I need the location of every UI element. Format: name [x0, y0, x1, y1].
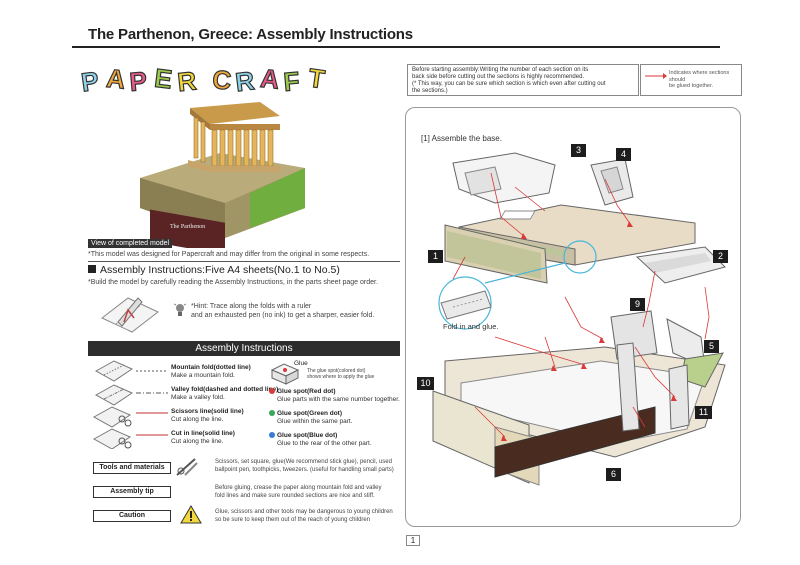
glue-arrow-legend: Indicates where sections should be glued… [640, 64, 742, 96]
svg-text:R: R [234, 65, 257, 97]
valley-fold-desc: Make a valley fold. [171, 393, 225, 401]
tools-desc: Scissors, set square, glue(We recommend … [215, 459, 394, 474]
part-number-11: 11 [695, 406, 712, 419]
caution-desc-2: so be sure to keep them out of the reach… [215, 516, 371, 523]
before-starting-note: Before starting assembly:Writing the num… [407, 64, 639, 96]
warning-icon [180, 505, 202, 524]
part-number-10: 10 [417, 377, 434, 390]
page-title: The Parthenon, Greece: Assembly Instruct… [88, 26, 413, 43]
page-number: 1 [406, 535, 420, 546]
tools-desc-2: ballpoint pen, toothpicks, tweezers. (us… [215, 466, 394, 473]
green-glue-title: Glue spot(Green dot) [277, 410, 342, 417]
hint-line-2: and an exhausted pen (no ink) to get a s… [191, 312, 375, 319]
legend-line-1: Indicates where sections should [669, 70, 730, 83]
green-glue-desc: Glue within the same part. [277, 417, 353, 425]
cut-line-desc: Cut along the line. [171, 437, 224, 445]
cut-line-title: Cut in line(solid line) [171, 430, 235, 437]
svg-text:E: E [153, 63, 174, 95]
step-label: [1] Assemble the base. [421, 134, 502, 143]
square-bullet-icon [88, 265, 96, 273]
scissors-line-title: Scissors line(solid line) [171, 408, 244, 415]
title-divider [72, 46, 720, 48]
note-line-4: the sections.) [412, 88, 448, 94]
note-line-2: back side before cutting out the section… [412, 74, 585, 80]
caution-desc: Glue, scissors and other tools may be da… [215, 509, 393, 524]
part-number-9: 9 [630, 298, 645, 311]
part-number-1: 1 [428, 250, 443, 263]
red-glue-desc: Glue parts with the same number together… [277, 395, 400, 403]
caution-tag: Caution [93, 510, 171, 522]
tools-desc-1: Scissors, set square, glue(We recommend … [215, 459, 392, 465]
lightbulb-icon [174, 303, 186, 316]
part-number-5: 5 [704, 340, 719, 353]
part-number-2: 2 [713, 250, 728, 263]
red-glue-title: Glue spot(Red dot) [277, 388, 336, 395]
svg-text:T: T [307, 63, 327, 95]
part-number-6: 6 [606, 468, 621, 481]
model-note: *This model was designed for Papercraft … [88, 251, 370, 258]
part-number-4: 4 [616, 148, 631, 161]
scissors-line-desc: Cut along the line. [171, 415, 224, 423]
papercraft-logo: P A P E R C R A F T [79, 62, 328, 98]
green-glue-legend: Glue spot(Green dot) Glue within the sam… [269, 410, 353, 425]
mountain-fold-legend: Mountain fold(dotted line) Make a mounta… [171, 364, 251, 379]
instructions-heading-text: Assembly Instructions:Five A4 sheets(No.… [100, 264, 340, 276]
mountain-fold-desc: Make a mountain fold. [171, 371, 235, 379]
mountain-fold-title: Mountain fold(dotted line) [171, 364, 251, 371]
assembly-diagram [432, 152, 726, 486]
glue-box-icon [270, 363, 300, 385]
red-arrow-icon [645, 73, 667, 79]
instructions-heading: Assembly Instructions:Five A4 sheets(No.… [88, 264, 340, 276]
tip-tag: Assembly tip [93, 486, 171, 498]
assembly-instructions-bar: Assembly Instructions [88, 341, 400, 356]
line-style-samples [136, 370, 168, 436]
svg-text:P: P [79, 65, 100, 97]
glue-spot-explainer: The glue spot(colored dot) shows where t… [307, 368, 374, 380]
blue-dot-icon [269, 432, 275, 438]
red-dot-icon [269, 388, 275, 394]
svg-text:R: R [176, 65, 198, 97]
scissors-line-legend: Scissors line(solid line) Cut along the … [171, 408, 244, 423]
svg-text:P: P [128, 66, 148, 97]
completed-model-image: The Parthenon [140, 102, 305, 248]
glue-spot-desc-2: shows where to apply the glue [307, 374, 375, 380]
valley-fold-legend: Valley fold(dashed and dotted line) Make… [171, 386, 278, 401]
caution-desc-1: Glue, scissors and other tools may be da… [215, 509, 393, 515]
fold-diagrams-icon [92, 360, 134, 449]
hint-text: *Hint: Trace along the folds with a rule… [191, 302, 374, 320]
svg-text:A: A [105, 63, 127, 95]
legend-line-2: be glued together. [669, 83, 714, 89]
assembly-diagram-panel [405, 107, 741, 527]
fold-note: Fold in and glue. [443, 322, 499, 331]
blue-glue-legend: Glue spot(Blue dot) Glue to the rear of … [269, 432, 372, 447]
blue-glue-title: Glue spot(Blue dot) [277, 432, 338, 439]
model-plaque: The Parthenon [170, 224, 205, 230]
glue-label: Glue [294, 360, 308, 367]
model-caption: View of completed model [88, 239, 173, 248]
glue-spot-desc-1: The glue spot(colored dot) [307, 368, 366, 374]
tip-desc: Before gluing, crease the paper along mo… [215, 485, 381, 500]
tools-icon [176, 458, 198, 476]
blue-glue-desc: Glue to the rear of the other part. [277, 439, 372, 447]
divider [88, 261, 400, 262]
note-line-3: (* This way, you can be sure which secti… [412, 81, 606, 87]
valley-fold-title: Valley fold(dashed and dotted line) [171, 386, 279, 393]
green-dot-icon [269, 410, 275, 416]
part-number-3: 3 [571, 144, 586, 157]
svg-text:C: C [211, 64, 233, 96]
tools-tag: Tools and materials [93, 462, 171, 474]
svg-text:A: A [259, 63, 281, 95]
cut-line-legend: Cut in line(solid line) Cut along the li… [171, 430, 235, 445]
instructions-note: *Build the model by carefully reading th… [88, 279, 378, 286]
folding-ruler-icon [101, 297, 159, 333]
red-glue-legend: Glue spot(Red dot) Glue parts with the s… [269, 388, 400, 403]
svg-text:F: F [282, 66, 300, 97]
hint-line-1: *Hint: Trace along the folds with a rule… [191, 303, 312, 310]
tip-desc-2: fold lines and make sure rounded section… [215, 492, 375, 499]
note-line-1: Before starting assembly:Writing the num… [412, 67, 589, 73]
tip-desc-1: Before gluing, crease the paper along mo… [215, 485, 382, 491]
